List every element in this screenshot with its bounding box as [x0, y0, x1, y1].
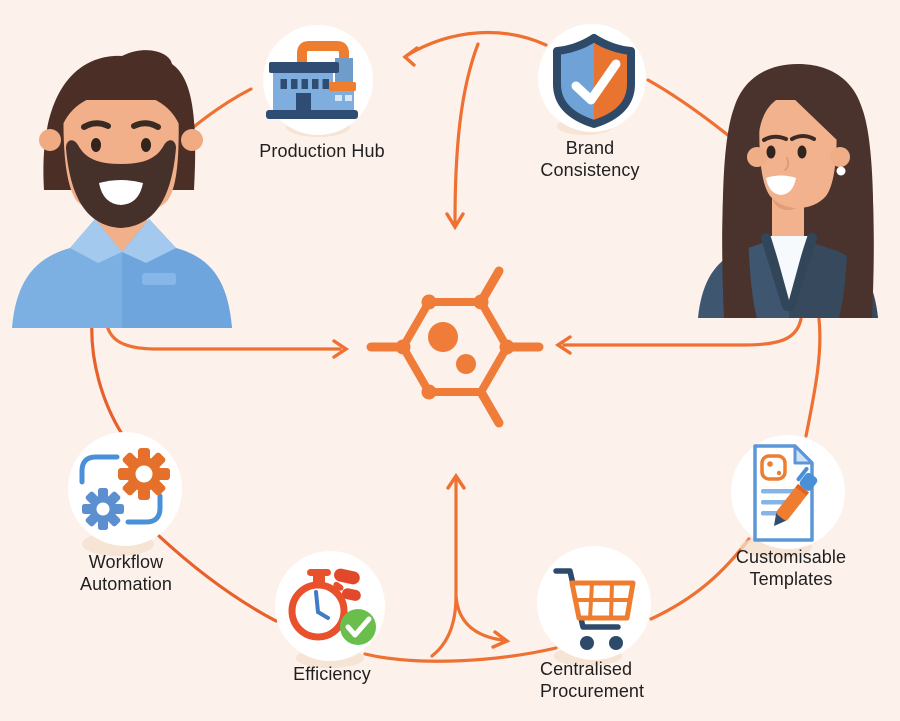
shopping-cart-icon	[553, 568, 636, 650]
link-man-to-workflow	[90, 319, 124, 436]
arrowhead-bottom-to-cart	[491, 630, 511, 649]
arrowhead-man-to-center	[332, 339, 350, 359]
hexagon-network-icon	[366, 266, 544, 428]
gears-icon	[79, 448, 170, 530]
label-efficiency: Efficiency	[293, 663, 371, 685]
document-pen-icon	[753, 444, 818, 542]
label-templates-line2: Templates	[749, 569, 833, 589]
woman-bangs	[756, 72, 840, 133]
link-efficiency-to-cart	[363, 646, 558, 663]
label-brand-line2: Consistency	[540, 160, 640, 180]
pen	[774, 466, 818, 526]
arrowhead-brand-to-hub	[402, 46, 419, 67]
arrowhead-woman-to-center	[554, 335, 572, 355]
shield-check-icon	[553, 34, 635, 128]
man-collar-right	[122, 219, 176, 263]
arrowhead-top-to-center	[445, 212, 465, 231]
man-collar-left	[70, 219, 122, 263]
label-templates-line1: Customisable	[735, 547, 847, 567]
man-smile	[99, 180, 143, 205]
woman-hair-front-left	[722, 90, 764, 318]
link-workflow-to-efficiency	[157, 534, 278, 623]
link-woman-to-templates	[804, 317, 822, 438]
label-production-hub-text: Production Hub	[259, 141, 385, 161]
connector-arrows	[90, 31, 822, 663]
woman-bangs-sweep	[790, 93, 840, 143]
label-workflow-automation: Workflow Automation	[80, 551, 172, 595]
gear-blue	[82, 488, 124, 530]
factory-icon	[266, 41, 358, 119]
label-brand-consistency: Brand Consistency	[540, 137, 639, 181]
link-brand-to-woman	[646, 78, 741, 146]
arrow-bottom-to-center	[430, 478, 458, 658]
arrowhead-bottom-to-center	[446, 472, 466, 490]
stopwatch-check-icon	[288, 568, 376, 645]
label-workflow-line2: Automation	[79, 574, 173, 594]
label-brand-line1: Brand	[565, 138, 615, 158]
arrow-top-to-center	[453, 42, 480, 224]
gear-orange	[118, 448, 170, 500]
woman-hair-front-right	[832, 90, 874, 318]
arrow-bottom-to-cart	[454, 594, 504, 642]
label-customisable-templates: Customisable Templates	[736, 546, 846, 590]
label-workflow-line1: Workflow	[88, 552, 164, 572]
arrow-brand-to-hub	[404, 31, 548, 58]
female-professional-avatar	[698, 64, 878, 318]
label-efficiency-text: Efficiency	[293, 664, 371, 684]
woman-smile	[766, 175, 796, 195]
arrow-woman-to-center	[562, 317, 803, 347]
label-centralised-procurement: Centralised Procurement	[540, 658, 644, 702]
link-cart-to-templates	[649, 537, 751, 621]
woman-earring	[836, 166, 846, 176]
label-procurement-line2: Procurement	[540, 681, 645, 701]
label-procurement-line1: Centralised	[540, 659, 633, 679]
man-hair-fringe	[58, 74, 184, 129]
male-professional-avatar	[12, 50, 232, 328]
label-production-hub: Production Hub	[259, 140, 384, 162]
